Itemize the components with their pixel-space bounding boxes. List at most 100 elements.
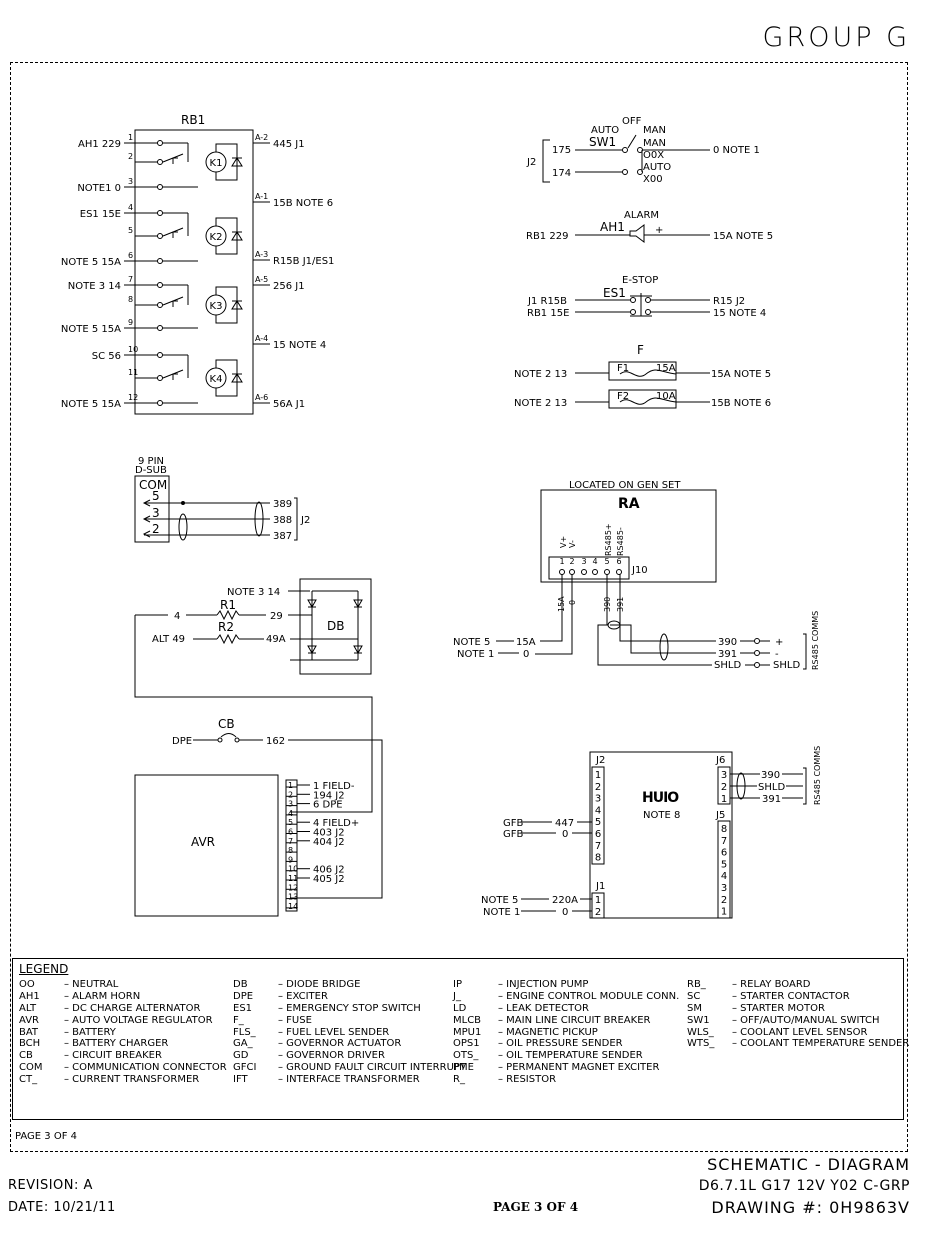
ah1-alarm: ALARM [624,210,659,221]
ra-v-minus: V- [568,540,577,548]
huio-j1-pin: 1 [595,895,601,906]
legend-description: – STARTER MOTOR [732,1002,825,1014]
legend-abbreviation: FLS_ [233,1026,256,1038]
page-indicator-inner: PAGE 3 OF 4 [15,1131,78,1142]
legend-abbreviation: SW1 [687,1014,710,1026]
legend-abbreviation: MPU1 [453,1026,482,1038]
legend-row: MLCB – MAIN LINE CIRCUIT BREAKER [453,1015,679,1027]
rb1-pin-number: 10 [128,345,138,354]
legend-description: – OIL TEMPERATURE SENDER [498,1050,643,1062]
rb1-right-label: 56A J1 [273,399,305,410]
emergency-stop-es1: E-STOP ES1 J1 R15B RB1 15E R15 J2 15 NOT… [527,275,766,319]
f1-left: NOTE 2 13 [514,369,567,380]
rb1-right-label: 15B NOTE 6 [273,198,333,209]
legend-abbreviation: OPS1 [453,1038,480,1050]
huio-j5-pin: 6 [721,848,727,859]
huio-note: NOTE 8 [643,810,680,821]
ah1-name: AH1 [600,220,625,234]
ra-out391: 391 [718,649,737,660]
legend-abbreviation: AVR [19,1014,39,1026]
huio-j5-pin: 5 [721,859,727,870]
legend-abbreviation: GA_ [233,1038,253,1050]
rb1-pin-number: 9 [128,318,133,327]
legend-description: – MAIN LINE CIRCUIT BREAKER [498,1014,651,1026]
huio-note5: NOTE 5 [481,895,518,906]
legend-abbreviation: BCH [19,1038,41,1050]
legend-box [12,958,904,1120]
legend-description: – COMMUNICATION CONNECTOR [64,1062,227,1074]
rb1-right-label: 15 NOTE 4 [273,340,326,351]
db-name: DB [327,619,344,633]
cb-name: CB [218,717,235,731]
rb1-pin-number: 3 [128,177,133,186]
huio-name: HUIO [642,790,679,806]
legend-description: – STARTER CONTACTOR [732,990,850,1002]
es1-estop: E-STOP [622,275,658,286]
sw1-oox: O0X [643,150,664,161]
huio-j5: J5 [715,810,725,821]
huio-j5-pin: 8 [721,824,727,835]
avr-pin-label: 406 J2 [313,865,345,876]
legend-abbreviation: MLCB [453,1014,482,1026]
avr-pin-number: 1 [288,781,293,790]
huio-note1: NOTE 1 [483,907,520,918]
ra-rs485-minus: RS485- [616,527,625,556]
legend-abbreviation: R_ [453,1074,465,1086]
ah1-right: 15A NOTE 5 [713,231,773,242]
diode-bridge-db: NOTE 3 14 DB R1 R2 4 29 ALT 49 49A [134,578,373,813]
sw1-off: OFF [622,116,642,127]
huio-j2-pin: 3 [595,794,601,805]
rb1-right-pin: A-5 [255,275,268,284]
circuit-breaker-cb: CB DPE 162 [172,717,383,899]
legend-row: PME– PERMANENT MAGNET EXCITER [453,1062,679,1074]
legend-row: IP– INJECTION PUMP [453,979,679,991]
huio-j2-pin: 5 [595,817,601,828]
ra-plus: + [775,637,783,648]
legend-description: – AUTO VOLTAGE REGULATOR [64,1014,213,1026]
avr-pin-number: 6 [288,828,293,837]
huio-module: J2 J6 J5 J1 HUIO NOTE 8 1234567832187654… [481,746,822,919]
rb1-right-label: 445 J1 [273,139,305,150]
f2-rating: 10A [656,391,676,402]
ah1-left: RB1 229 [526,231,568,242]
legend-row: DPE– EXCITER [233,991,466,1003]
db-r1: R1 [220,598,236,612]
avr-pin-number: 9 [288,855,293,864]
ra-n15a: 15A [516,637,536,648]
db-w4: 4 [174,611,180,622]
sw1-man2: MAN [643,138,666,149]
huio-comms: RS485 COMMS [813,746,822,805]
legend-abbreviation: F_ [233,1014,244,1026]
legend-row: SW1 – OFF/AUTO/MANUAL SWITCH [687,1015,909,1027]
revision: REVISION: A [8,1178,93,1193]
cb-w162: 162 [266,736,285,747]
ra-located: LOCATED ON GEN SET [569,480,681,491]
dsub-pin-5: 5 [152,489,160,503]
sw1-man: MAN [643,125,666,136]
ra-n0: 0 [523,649,529,660]
rb1-relay-coil: K4 [210,374,223,385]
dsub-wire-387: 387 [273,531,292,542]
rb1-left-label: SC 56 [92,351,121,362]
legend-row: OPS1– OIL PRESSURE SENDER [453,1038,679,1050]
legend-description: – BATTERY CHARGER [64,1038,169,1050]
legend-row: SM – STARTER MOTOR [687,1003,909,1015]
legend-row: R_– RESISTOR [453,1074,679,1086]
huio-j5-pin: 2 [721,895,727,906]
huio-w0b: 0 [562,907,568,918]
rb1-relay-coil: K2 [210,232,223,243]
rb1-right-pin: A-2 [255,133,268,142]
legend-row: WTS_– COOLANT TEMPERATURE SENDER [687,1038,909,1050]
legend-row: ALT– DC CHARGE ALTERNATOR [19,1003,227,1015]
rb1-left-label: NOTE 5 15A [61,399,121,410]
db-alt: ALT 49 [152,634,185,645]
legend-abbreviation: IP [453,979,462,990]
dsub-wire-388: 388 [273,515,292,526]
legend-description: – RELAY BOARD [732,979,811,990]
avr-pin-label: 194 J2 [313,790,345,801]
legend-abbreviation: SM [687,1002,702,1014]
legend-description: – OFF/AUTO/MANUAL SWITCH [732,1014,880,1026]
rb1-right-label: 256 J1 [273,281,305,292]
